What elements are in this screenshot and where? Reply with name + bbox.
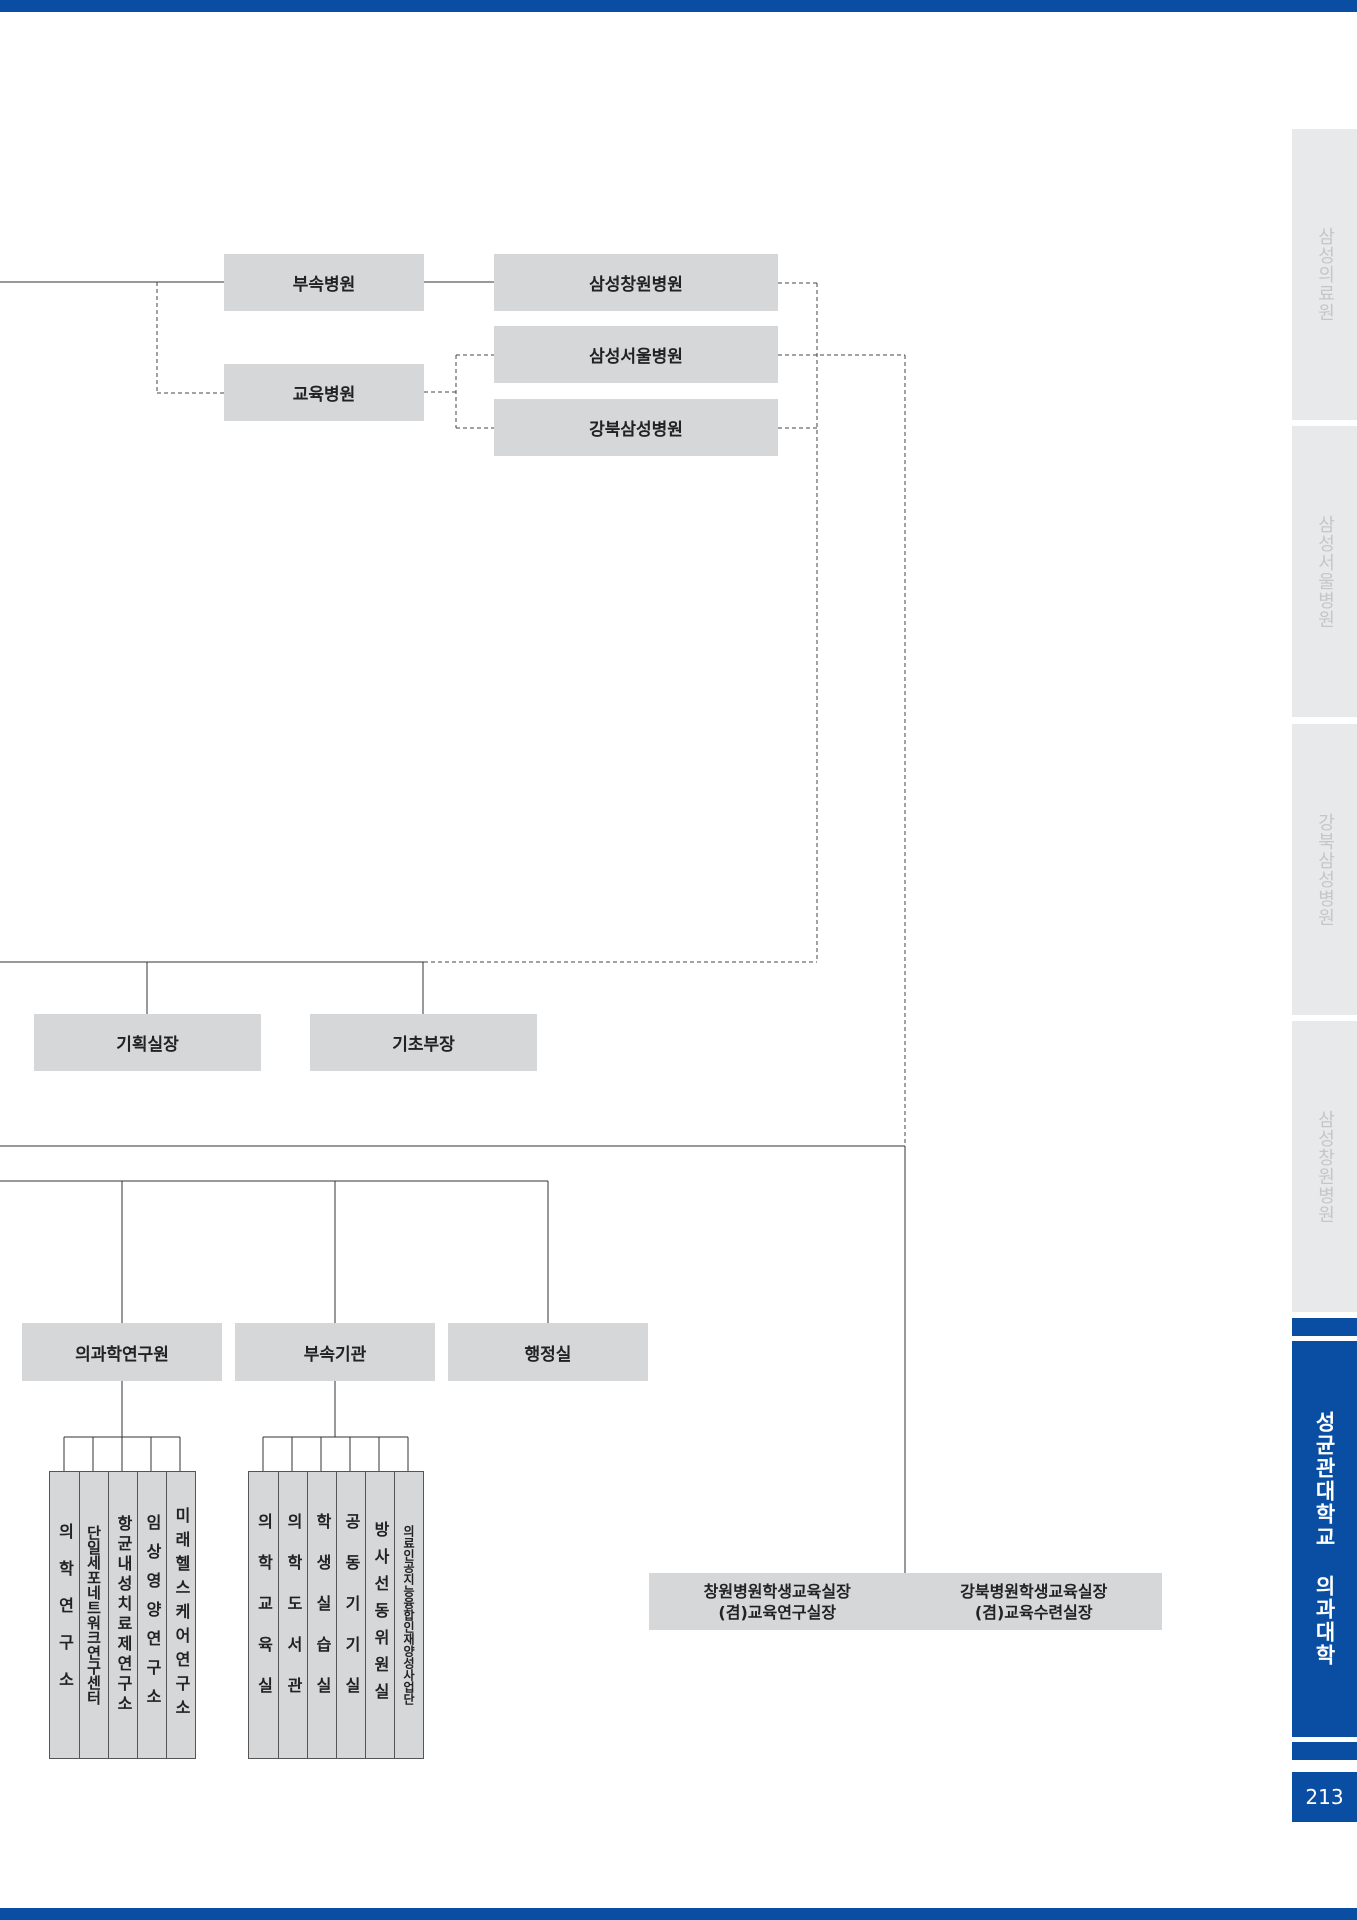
affiliated-unit-label: 방사선동위원실 [371,1520,390,1710]
seoul-hospital-label: 삼성서울병원 [589,347,683,367]
side-tab-label: 강북삼성병원 [1314,812,1336,927]
affiliated-unit-label: 의학도서관 [284,1512,303,1718]
planning-office-label: 기획실장 [116,1035,179,1055]
changwon-education-head-subtitle: (겸)교육연구실장 [718,1602,837,1622]
research-unit-label: 항균내성치료제연구소 [114,1515,133,1715]
research-unit: 항균내성치료제연구소 [108,1472,137,1758]
side-tab-samsung-medical[interactable]: 삼성의료원 [1292,129,1357,420]
affiliated-unit-label: 의학교육실 [254,1512,274,1718]
research-unit: 의학연구소 [50,1472,79,1758]
basic-dept-box: 기초부장 [310,1014,537,1071]
side-tab-samsung-changwon[interactable]: 삼성창원병원 [1292,1021,1357,1312]
research-units-group: 의학연구소 단일세포네트워크연구센터 항균내성치료제연구소 임상영양연구소 미래… [49,1471,196,1759]
research-unit-label: 임상영양연구소 [143,1513,162,1717]
research-unit-label: 미래헬스케어연구소 [172,1507,191,1723]
side-tab-gangbuk-samsung[interactable]: 강북삼성병원 [1292,724,1357,1015]
gangbuk-education-head: 강북병원학생교육실장 (겸)교육수련실장 [911,1581,1157,1623]
affiliated-hospital-box: 부속병원 [224,254,424,311]
teaching-hospital-box: 교육병원 [224,364,424,421]
admin-office-box: 행정실 [448,1323,648,1381]
top-accent-bar [0,0,1357,12]
side-tab-label: 성균관대학교 의과대학 [1312,1411,1337,1667]
bottom-accent-bar [0,1908,1357,1920]
seoul-hospital-box: 삼성서울병원 [494,326,778,383]
affiliated-hospital-label: 부속병원 [292,275,356,295]
side-tab-label: 삼성창원병원 [1314,1109,1336,1224]
affiliated-unit-label: 의료인공지능융합인재양성사업단 [401,1525,416,1705]
research-unit: 임상영양연구소 [137,1472,166,1758]
research-institute-label: 의과학연구원 [75,1344,169,1365]
affiliated-unit: 방사선동위원실 [365,1472,394,1758]
side-tab-label: 삼성서울병원 [1314,514,1336,629]
affiliated-unit: 학생실습실 [307,1472,336,1758]
affiliated-units-group: 의학교육실 의학도서관 학생실습실 공동기기실 방사선동위원실 의료인공지능융합… [248,1471,424,1759]
changwon-education-head-title: 창원병원학생교육실장 [703,1581,851,1601]
active-tab-bottom-strip [1292,1742,1357,1760]
gangbuk-hospital-label: 강북삼성병원 [589,420,683,440]
research-unit: 미래헬스케어연구소 [166,1472,195,1758]
research-unit: 단일세포네트워크연구센터 [79,1472,108,1758]
changwon-hospital-label: 삼성창원병원 [589,275,683,295]
affiliated-unit-label: 학생실습실 [313,1512,332,1718]
gangbuk-education-head-subtitle: (겸)교육수련실장 [974,1602,1093,1622]
affiliated-unit: 의학도서관 [278,1472,307,1758]
changwon-hospital-box: 삼성창원병원 [494,254,778,311]
affiliated-unit: 의료인공지능융합인재양성사업단 [394,1472,423,1758]
changwon-education-head: 창원병원학생교육실장 (겸)교육연구실장 [654,1581,900,1623]
research-institute-box: 의과학연구원 [22,1323,222,1381]
page-number: 213 [1292,1772,1357,1822]
side-tab-samsung-seoul[interactable]: 삼성서울병원 [1292,426,1357,717]
teaching-hospital-label: 교육병원 [292,385,356,405]
gangbuk-education-head-title: 강북병원학생교육실장 [960,1581,1108,1601]
affiliated-unit: 의학교육실 [249,1472,278,1758]
affiliated-unit: 공동기기실 [336,1472,365,1758]
affiliated-unit-label: 공동기기실 [342,1512,361,1718]
basic-dept-label: 기초부장 [392,1035,455,1055]
side-tab-skku-medicine[interactable]: 성균관대학교 의과대학 [1292,1341,1357,1737]
gangbuk-hospital-box: 강북삼성병원 [494,399,778,456]
side-tab-label: 삼성의료원 [1314,227,1336,322]
affiliated-institution-label: 부속기관 [303,1344,367,1365]
research-unit-label: 단일세포네트워크연구센터 [84,1525,103,1705]
active-tab-top-strip [1292,1318,1357,1336]
planning-office-box: 기획실장 [34,1014,261,1071]
research-unit-label: 의학연구소 [55,1522,75,1708]
education-heads-box: 창원병원학생교육실장 (겸)교육연구실장 강북병원학생교육실장 (겸)교육수련실… [649,1573,1162,1630]
admin-office-label: 행정실 [524,1344,572,1365]
affiliated-institution-box: 부속기관 [235,1323,435,1381]
